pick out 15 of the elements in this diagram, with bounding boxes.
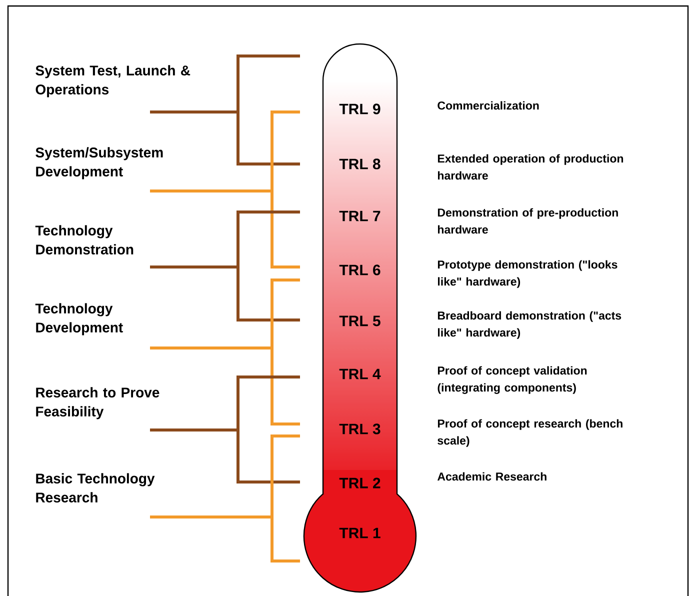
phase-label: System/Subsystem Development (36, 147, 163, 180)
thermometer: TRL 9 TRL 8 TRL 7 TRL 6 TRL 5 TRL 4 TRL 3 TRL 2 TRL 1 (303, 43, 416, 592)
description-label: Prototype demonstration ("looks like" hardware) (438, 260, 618, 288)
description-label: Academic Research (438, 472, 546, 481)
phase-label: System Test, Launch & Operations (36, 65, 190, 98)
phase-label: Technology Demonstration (35, 225, 134, 254)
phase-label: Technology Development (35, 303, 123, 336)
phase-label: Basic Technology Research (36, 473, 155, 502)
description-label: Demonstration of pre-production hardware (438, 208, 618, 234)
description-label: Proof of concept research (bench scale) (438, 419, 622, 447)
description-label: Breadboard demonstration ("acts like" hardware) (438, 311, 622, 339)
description-label: Commercialization (438, 101, 539, 110)
description-label: Extended operation of production hardware (438, 154, 624, 180)
phase-label: Research to Prove Feasibility (36, 387, 160, 420)
description-label: Proof of concept validation (integrating components) (438, 366, 587, 394)
